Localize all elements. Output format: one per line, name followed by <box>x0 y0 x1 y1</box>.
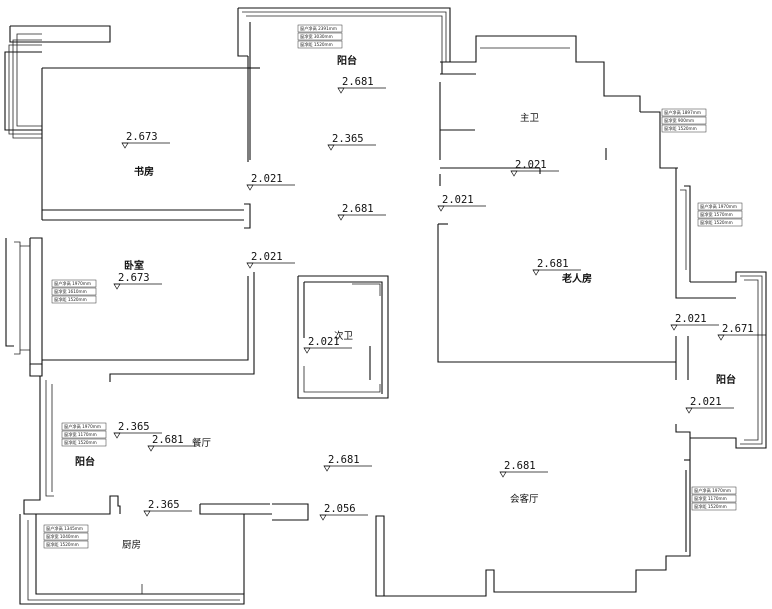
level-markers: 2.6732.6732.6812.3652.0212.6812.0212.021… <box>113 76 766 521</box>
level-value: 2.671 <box>722 323 754 335</box>
level-value: 2.681 <box>504 460 536 472</box>
level-triangle-icon <box>113 432 121 439</box>
walls <box>4 7 767 605</box>
window-note-text: 窗户净高 1970mm <box>694 487 731 494</box>
window-note-text: 窗户净高 1345mm <box>46 525 83 532</box>
window-note-text: 窗净距 1520mm <box>300 41 333 48</box>
window-note-text: 窗户净高 1970mm <box>64 423 101 430</box>
note-box <box>43 540 89 549</box>
level-triangle-icon <box>113 283 121 290</box>
level-value: 2.021 <box>251 251 283 263</box>
level-value: 2.021 <box>675 313 707 325</box>
level-value: 2.673 <box>126 131 158 143</box>
window-note-text: 窗净宽 900mm <box>664 117 694 124</box>
level-value: 2.681 <box>537 258 569 270</box>
level-triangle-icon <box>246 262 254 269</box>
window-note-text: 窗净距 1520mm <box>694 503 727 510</box>
level-triangle-icon <box>143 510 151 517</box>
window-note-text: 窗净距 1520mm <box>664 125 697 132</box>
note-box <box>43 524 89 533</box>
note-box <box>661 124 707 133</box>
level-triangle-icon <box>670 324 678 331</box>
note-box <box>661 108 707 117</box>
level-value: 2.021 <box>251 173 283 185</box>
window-note-text: 窗净宽 1170mm <box>64 431 97 438</box>
level-value: 2.021 <box>442 194 474 206</box>
note-box <box>51 295 97 304</box>
room-label-balcony-left: 阳台 <box>75 455 95 468</box>
level-value: 2.365 <box>118 421 150 433</box>
note-box <box>697 202 743 211</box>
note-box <box>691 486 737 495</box>
note-box <box>691 502 737 511</box>
level-value: 2.681 <box>342 203 374 215</box>
level-triangle-icon <box>319 514 327 521</box>
level-triangle-icon <box>121 142 129 149</box>
note-box <box>43 532 89 541</box>
level-triangle-icon <box>685 407 693 414</box>
room-label-second-bath: 次卫 <box>334 330 354 342</box>
level-triangle-icon <box>246 184 254 191</box>
note-box <box>61 422 107 431</box>
note-box <box>691 494 737 503</box>
level-value: 2.681 <box>152 434 184 446</box>
window-note-text: 窗户净高 2391mm <box>300 25 337 32</box>
level-value: 2.365 <box>148 499 180 511</box>
note-box <box>61 438 107 447</box>
note-box <box>297 24 343 33</box>
level-triangle-icon <box>499 471 507 478</box>
window-note-text: 窗净宽 1170mm <box>694 495 727 502</box>
note-box <box>297 32 343 41</box>
note-box <box>61 430 107 439</box>
level-value: 2.021 <box>690 396 722 408</box>
room-labels: 书房 卧室 阳台 主卫 老人房 次卫 阳台 餐厅 阳台 厨房 会客厅 <box>75 54 736 551</box>
level-triangle-icon <box>327 144 335 151</box>
window-note-text: 窗净距 1520mm <box>64 439 97 446</box>
room-label-balcony-top: 阳台 <box>337 54 357 67</box>
level-value: 2.056 <box>324 503 356 515</box>
room-label-dining: 餐厅 <box>192 437 212 449</box>
level-value: 2.681 <box>328 454 360 466</box>
room-label-living: 会客厅 <box>510 493 539 505</box>
window-note-text: 窗户净高 1897mm <box>664 109 701 116</box>
level-triangle-icon <box>510 170 518 177</box>
level-triangle-icon <box>437 205 445 212</box>
window-note-text: 窗净宽 1040mm <box>46 533 79 540</box>
level-value: 2.365 <box>332 133 364 145</box>
note-box <box>661 116 707 125</box>
level-value: 2.021 <box>515 159 547 171</box>
note-box <box>697 218 743 227</box>
level-triangle-icon <box>303 347 311 354</box>
window-note-text: 窗净宽 1610mm <box>54 288 87 295</box>
note-box <box>297 40 343 49</box>
level-value: 2.673 <box>118 272 150 284</box>
level-triangle-icon <box>147 445 155 452</box>
level-triangle-icon <box>717 334 725 341</box>
room-label-master-bath: 主卫 <box>520 112 540 124</box>
level-triangle-icon <box>337 214 345 221</box>
room-label-study: 书房 <box>134 165 154 178</box>
window-note-text: 窗户净高 1970mm <box>700 203 737 210</box>
room-label-bedroom: 卧室 <box>124 259 144 272</box>
window-note-text: 窗净宽 3030mm <box>300 33 333 40</box>
window-note-text: 窗净宽 1570mm <box>700 211 733 218</box>
window-note-text: 窗净距 1520mm <box>54 296 87 303</box>
level-triangle-icon <box>323 465 331 472</box>
level-value: 2.021 <box>308 336 340 348</box>
note-box <box>51 287 97 296</box>
level-triangle-icon <box>532 269 540 276</box>
room-label-balcony-right: 阳台 <box>716 373 736 386</box>
level-value: 2.681 <box>342 76 374 88</box>
note-box <box>697 210 743 219</box>
window-note-text: 窗户净高 1970mm <box>54 280 91 287</box>
note-box <box>51 279 97 288</box>
window-note-text: 窗净距 1520mm <box>46 541 79 548</box>
level-triangle-icon <box>337 87 345 94</box>
room-label-kitchen: 厨房 <box>122 539 141 551</box>
room-label-elder-room: 老人房 <box>561 272 592 285</box>
window-note-text: 窗净距 1520mm <box>700 219 733 226</box>
